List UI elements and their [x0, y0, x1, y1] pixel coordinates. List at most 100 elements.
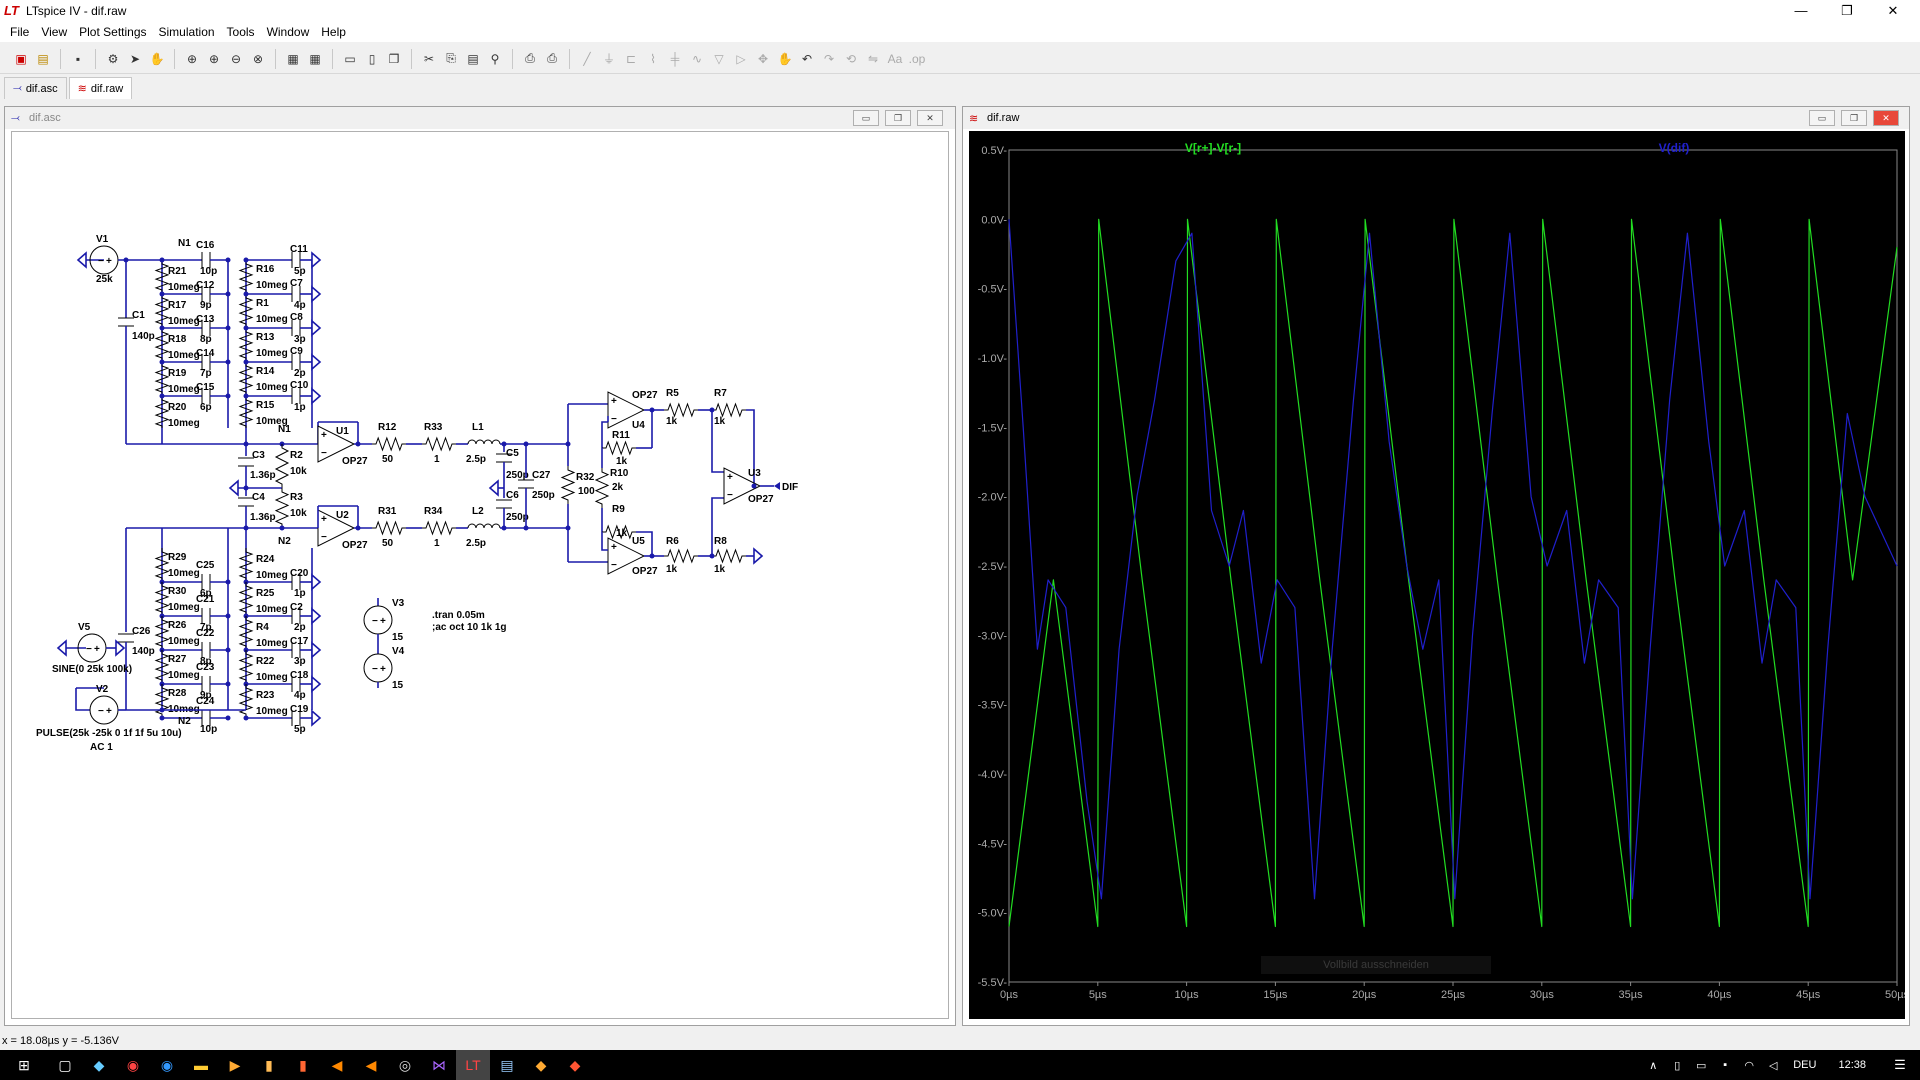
tray-battery-icon[interactable]: ▭	[1696, 1059, 1707, 1072]
grid-icon[interactable]: ▦	[309, 51, 321, 66]
waveform-plot-pane[interactable]: 0.5V-0.0V--0.5V--1.0V--1.5V--2.0V--2.5V-…	[969, 131, 1910, 1019]
autorange-icon[interactable]: ▦	[287, 51, 299, 66]
menu-simulation[interactable]: Simulation	[158, 25, 215, 39]
wire	[75, 688, 90, 711]
c4-label: C4	[252, 492, 265, 503]
tab-dif-asc[interactable]: ⤙ dif.asc	[4, 77, 67, 99]
wire-icon[interactable]: ╱	[583, 51, 591, 66]
resistor-icon[interactable]: ⌇	[650, 51, 656, 66]
v3-label: V3	[392, 598, 405, 609]
tile-vertical-icon[interactable]: ▯	[368, 51, 376, 66]
tray-volume-icon[interactable]: ◁	[1769, 1059, 1778, 1072]
inductor-icon[interactable]: ∿	[691, 51, 703, 66]
capacitor-icon[interactable]: ╪	[670, 51, 680, 66]
diode-icon[interactable]: ▽	[714, 51, 724, 66]
schematic-minimize-button[interactable]: ▭	[853, 110, 879, 126]
find-icon[interactable]: ⚲	[490, 51, 500, 66]
tray-usb-icon[interactable]: ▯	[1674, 1059, 1681, 1072]
task-view-icon[interactable]: ▢	[58, 1056, 72, 1073]
halt-icon[interactable]: ✋	[149, 51, 165, 66]
minimize-button[interactable]: —	[1794, 3, 1808, 18]
tray-chevron-icon[interactable]: ∧	[1649, 1059, 1658, 1072]
run-icon[interactable]: ➤	[129, 51, 141, 66]
capacitor-label: C8	[290, 312, 303, 323]
cascade-icon[interactable]: ❐	[388, 51, 400, 66]
mirror-icon[interactable]: ⇋	[867, 51, 879, 66]
resistor-value: 10meg	[168, 602, 200, 613]
waveform-minimize-button[interactable]: ▭	[1809, 110, 1835, 126]
drag-icon[interactable]: ✋	[777, 51, 793, 66]
app2-taskbar-icon[interactable]: ▮	[265, 1056, 273, 1073]
media-taskbar-icon[interactable]: ▶	[229, 1056, 241, 1073]
redo-icon[interactable]: ↷	[823, 51, 835, 66]
capacitor-value: 7p	[200, 368, 212, 379]
app8-taskbar-icon[interactable]: ◆	[535, 1056, 547, 1073]
menu-window[interactable]: Window	[266, 25, 310, 39]
capacitor-label: C18	[290, 670, 309, 681]
component-icon[interactable]: ▷	[736, 51, 746, 66]
move-icon[interactable]: ✥	[757, 51, 769, 66]
print-icon[interactable]: ⎙	[525, 51, 535, 65]
zoom-area-icon[interactable]: ⊕	[186, 51, 198, 66]
app4-taskbar-icon[interactable]: ◀	[331, 1056, 343, 1073]
tray-app-icon[interactable]: ▪	[1723, 1059, 1728, 1071]
menu-help[interactable]: Help	[321, 25, 346, 39]
label-net-icon[interactable]: ⊏	[625, 51, 637, 66]
open-icon[interactable]: ▤	[37, 51, 49, 66]
schematic-close-button[interactable]: ✕	[917, 110, 943, 126]
zoom-out-icon[interactable]: ⊖	[230, 51, 242, 66]
paste-icon[interactable]: ▤	[467, 51, 479, 66]
ltspice-taskbar-icon[interactable]: LT	[456, 1050, 490, 1080]
tray-language[interactable]: DEU	[1793, 1059, 1817, 1071]
zoom-in-icon[interactable]: ⊕	[208, 51, 220, 66]
ground-icon[interactable]: ⏚	[602, 52, 615, 66]
tray-clock[interactable]: 12:38	[1838, 1059, 1866, 1071]
r33-label: R33	[424, 422, 443, 433]
wire	[601, 421, 608, 448]
r32-label: R32	[576, 472, 595, 483]
tray-wifi-icon[interactable]: ◠	[1744, 1059, 1755, 1072]
visual-studio-taskbar-icon[interactable]: ⋈	[432, 1056, 446, 1073]
tile-horizontal-icon[interactable]: ▭	[344, 51, 356, 66]
menu-tools[interactable]: Tools	[226, 25, 255, 39]
resistor-symbol	[372, 520, 406, 536]
undo-icon[interactable]: ↶	[801, 51, 813, 66]
print-setup-icon[interactable]: ⎙	[547, 51, 557, 65]
u5-model: OP27	[632, 566, 658, 577]
action-center-icon[interactable]: ☰	[1894, 1057, 1906, 1072]
net-flag-icon	[311, 353, 322, 371]
app5-taskbar-icon[interactable]: ◀	[365, 1056, 377, 1073]
browser-taskbar-icon[interactable]: ◉	[126, 1056, 140, 1073]
zoom-fit-icon[interactable]: ⊗	[252, 51, 264, 66]
tab-dif-raw[interactable]: ≋ dif.raw	[68, 77, 133, 99]
app7-taskbar-icon[interactable]: ▤	[500, 1056, 514, 1073]
save-icon[interactable]: ▪	[75, 51, 81, 66]
app6-taskbar-icon[interactable]: ◎	[398, 1056, 412, 1073]
browser-edge-taskbar-icon[interactable]: ◉	[160, 1056, 174, 1073]
app-taskbar-icon[interactable]: ◆	[93, 1056, 105, 1073]
maximize-button[interactable]: ❐	[1841, 3, 1853, 18]
copy-icon[interactable]: ⎘	[446, 51, 456, 65]
new-schematic-icon[interactable]: ▣	[15, 51, 27, 66]
close-button[interactable]: ✕	[1887, 3, 1899, 18]
control-panel-icon[interactable]: ⚙	[107, 51, 119, 66]
file-explorer-taskbar-icon[interactable]: ▬	[194, 1057, 208, 1073]
app3-taskbar-icon[interactable]: ▮	[299, 1056, 307, 1073]
schematic-maximize-button[interactable]: ❐	[885, 110, 911, 126]
menu-plot-settings[interactable]: Plot Settings	[79, 25, 147, 39]
series-legend-blue[interactable]: V(dif)	[1659, 141, 1690, 155]
menu-file[interactable]: File	[10, 25, 30, 39]
start-windows-icon[interactable]: ⊞	[18, 1056, 30, 1073]
rotate-icon[interactable]: ⟲	[845, 51, 857, 66]
waveform-close-button[interactable]: ✕	[1873, 110, 1899, 126]
cut-icon[interactable]: ✂	[423, 51, 435, 66]
resistor-label: R17	[168, 300, 187, 311]
text-icon[interactable]: Aa	[887, 51, 903, 66]
waveform-maximize-button[interactable]: ❐	[1841, 110, 1867, 126]
series-legend-green[interactable]: V[r+]-V[r-]	[1185, 141, 1241, 155]
junction-dot	[751, 483, 757, 489]
app9-taskbar-icon[interactable]: ◆	[569, 1056, 581, 1073]
spice-directive-icon[interactable]: .op	[908, 51, 926, 66]
menu-view[interactable]: View	[41, 25, 68, 39]
